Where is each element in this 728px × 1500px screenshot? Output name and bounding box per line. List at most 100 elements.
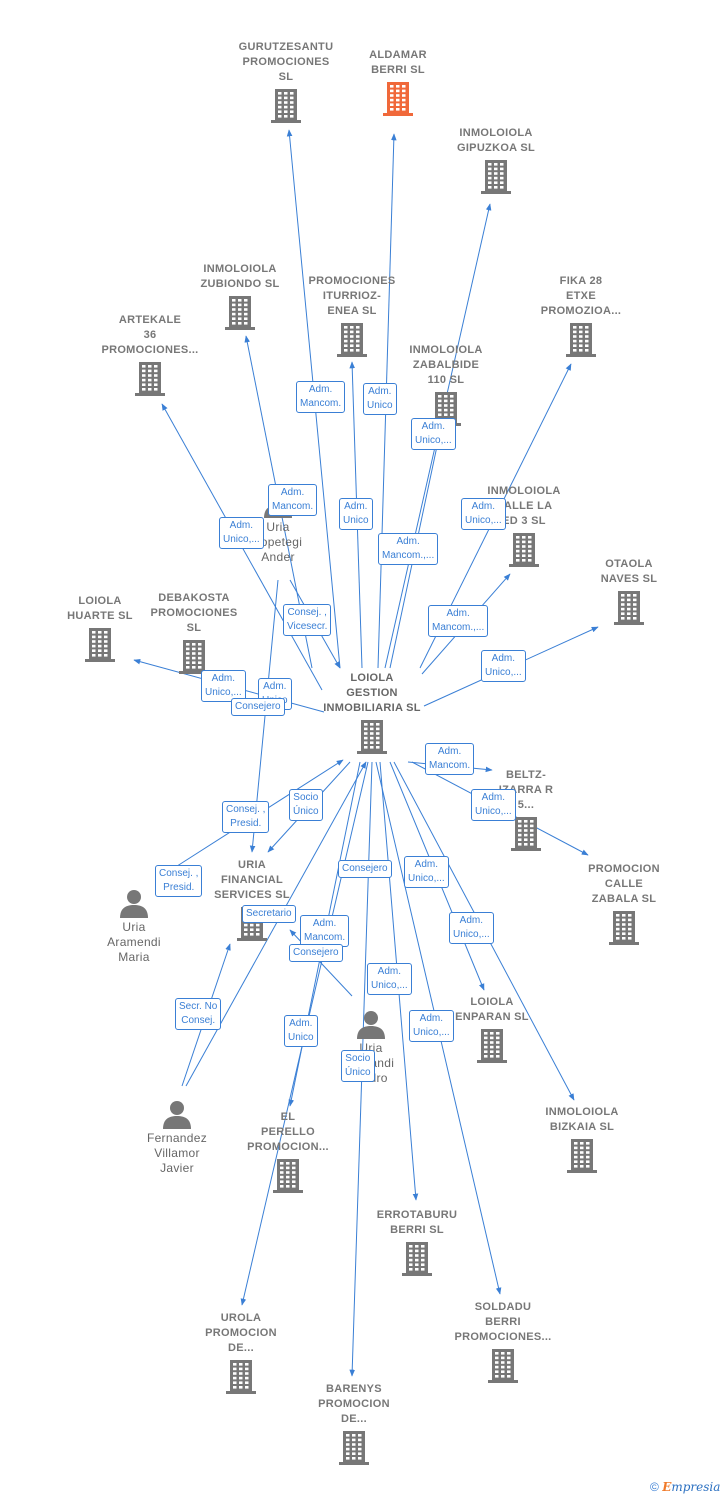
building-icon (454, 531, 594, 567)
edge-label-line: Único (345, 1067, 371, 1078)
edge-label[interactable]: Adm.Mancom. (296, 381, 346, 413)
brand-rest: mpresia (671, 1480, 721, 1494)
edge-label[interactable]: Adm.Unico,... (409, 1010, 454, 1042)
edge-label-line: Consejero (293, 947, 339, 958)
node-label-line: PROMOCIONES (242, 56, 330, 68)
edge-label[interactable]: Adm.Unico,... (471, 789, 516, 821)
edge-label[interactable]: Adm.Mancom. (300, 915, 350, 947)
edge-label[interactable]: Consej. ,Vicesecr. (283, 604, 332, 636)
edge-label[interactable]: Adm. Unico,... (367, 963, 412, 995)
edge-label[interactable]: Adm.Mancom. (268, 484, 318, 516)
edge-label[interactable]: Consej. ,Presid. (155, 865, 203, 897)
edge-label-line: Socio (293, 792, 319, 803)
edge-label-line: Adm. (344, 501, 368, 512)
edge-label[interactable]: Adm.Unico (284, 1015, 318, 1047)
building-icon (512, 1137, 652, 1173)
node-label-line: Javier (160, 1161, 194, 1175)
edge-label-line: Secr. No (179, 1001, 218, 1012)
person-icon (301, 1009, 441, 1039)
edge-label[interactable]: Adm.Unico (363, 383, 397, 415)
edge-label-line: Mancom.,... (382, 550, 435, 561)
node-label-line: Fernandez (146, 1131, 208, 1145)
node-label-line: GIPUZKOA SL (456, 142, 536, 154)
building-icon (347, 1240, 487, 1276)
edge-label[interactable]: Adm.Mancom.,... (378, 533, 439, 565)
node-label-line: UROLA (220, 1312, 262, 1324)
node-label-line: HUARTE SL (67, 610, 133, 622)
edge-label[interactable]: Adm.Unico,... (449, 912, 494, 944)
node-label-line: PROMOCION... (247, 1141, 329, 1153)
node-label-line: ED 3 SL (502, 515, 546, 527)
node-loiola-huarte[interactable]: LOIOLA HUARTE SL (30, 594, 170, 664)
edge-label[interactable]: Consejero (289, 944, 343, 962)
edge-label-line: Adm. (446, 608, 470, 619)
edge-label[interactable]: Adm.Unico,... (201, 670, 246, 702)
edge-label[interactable]: Consejero (231, 698, 285, 716)
edge-label[interactable]: Adm.Unico,... (481, 650, 526, 682)
edge-label[interactable]: Adm.Unico,... (461, 498, 506, 530)
node-label-line: SL (278, 71, 294, 83)
node-label-line: LOIOLA (78, 595, 122, 607)
edge-label[interactable]: Adm.Unico,... (404, 856, 449, 888)
edge-label-line: Unico,... (371, 980, 408, 991)
edge-label[interactable]: Adm.Mancom.,... (428, 605, 489, 637)
edge-label[interactable]: Secretario (242, 905, 296, 923)
node-label-line: Ander (261, 550, 295, 564)
node-label-line: Lopetegi (253, 535, 303, 549)
edge-label[interactable]: Consej. ,Presid. (222, 801, 270, 833)
edge-label[interactable]: Adm.Unico (339, 498, 373, 530)
edge-label-line: Mancom. (304, 932, 346, 943)
edge-label-line: Unico,... (415, 435, 452, 446)
edge-label[interactable]: Adm.Mancom. (425, 743, 475, 775)
person-icon (64, 888, 204, 918)
edge-label-line: Adm. (229, 520, 254, 531)
node-label-line: ZABALA SL (591, 893, 657, 905)
building-icon (422, 1027, 562, 1063)
brand-logo[interactable]: Empresia (662, 1480, 720, 1494)
edge-label-line: Unico,... (413, 1027, 450, 1038)
node-label-line: NAVES SL (600, 573, 658, 585)
node-label-line: EL (280, 1111, 296, 1123)
edge-label[interactable]: Consejero (338, 860, 392, 878)
brand-initial: E (662, 1480, 672, 1494)
edge-label[interactable]: Adm.Unico,... (219, 517, 264, 549)
building-icon (554, 909, 694, 945)
edge-label-line: Adm. (377, 966, 402, 977)
node-label-line: INMOBILIARIA SL (323, 702, 421, 714)
edge-label[interactable]: Adm.Unico,... (411, 418, 456, 450)
